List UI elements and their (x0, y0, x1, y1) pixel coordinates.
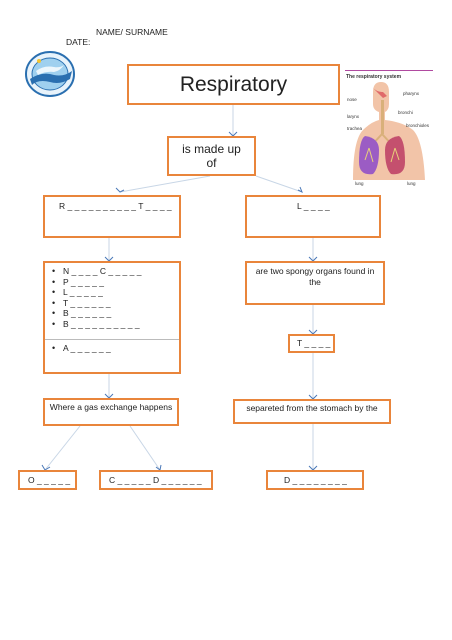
label-lung-right: lung (407, 181, 416, 186)
respiratory-tract-blank: R _ _ _ _ _ _ _ _ _ _ T _ _ _ _ (59, 201, 172, 211)
diaphragm-blank: D _ _ _ _ _ _ _ _ (284, 475, 347, 485)
c-d-blank: C _ _ _ _ _ D _ _ _ _ _ _ (109, 475, 202, 485)
gas-exchange-text: Where a gas exchange happens (49, 402, 173, 412)
gas-exchange-box: Where a gas exchange happens (43, 398, 179, 426)
label-nose: nose (347, 97, 357, 102)
label-trachea: trachea (347, 126, 363, 131)
list-item: P _ _ _ _ _ (49, 277, 179, 288)
o-blank: O _ _ _ _ _ (28, 475, 71, 485)
lungs-blank: L _ _ _ _ (297, 201, 330, 211)
organs-list: N _ _ _ _ C _ _ _ _ _ P _ _ _ _ _ L _ _ … (49, 266, 179, 330)
respiratory-diagram: The respiratory system nose pharynx lary… (343, 70, 435, 190)
list-item: T _ _ _ _ _ _ (49, 298, 179, 309)
label-lung-left: lung (355, 181, 364, 186)
thorax-box: T _ _ _ _ (288, 334, 335, 353)
diaphragm-box: D _ _ _ _ _ _ _ _ (266, 470, 364, 490)
label-bronchioles: bronchioles (406, 123, 430, 128)
thorax-blank: T _ _ _ _ (297, 338, 331, 348)
o-box: O _ _ _ _ _ (18, 470, 77, 490)
respiratory-tract-box: R _ _ _ _ _ _ _ _ _ _ T _ _ _ _ (43, 195, 181, 238)
list-item: B _ _ _ _ _ _ _ _ _ _ (49, 319, 179, 330)
separated-text: separeted from the stomach by the (246, 403, 378, 413)
made-up-of-text: is made up of (182, 142, 241, 170)
label-bronchi: bronchi (398, 110, 413, 115)
title-box: Respiratory (127, 64, 340, 105)
organs-list-box: N _ _ _ _ C _ _ _ _ _ P _ _ _ _ _ L _ _ … (43, 261, 181, 374)
spongy-organs-box: are two spongy organs found in the (245, 261, 385, 305)
spongy-organs-text: are two spongy organs found in the (255, 266, 375, 287)
c-d-box: C _ _ _ _ _ D _ _ _ _ _ _ (99, 470, 213, 490)
school-logo (24, 49, 76, 99)
label-pharynx: pharynx (403, 91, 420, 96)
made-up-of-box: is made up of (167, 136, 256, 176)
date-label: DATE: (66, 37, 91, 47)
organs-list-2: A _ _ _ _ _ _ (49, 343, 111, 354)
diagram-title: The respiratory system (346, 74, 402, 80)
label-larynx: larynx (347, 114, 360, 119)
lungs-box: L _ _ _ _ (245, 195, 381, 238)
list-item: A _ _ _ _ _ _ (49, 343, 111, 354)
page-title: Respiratory (179, 73, 288, 96)
separated-box: separeted from the stomach by the (233, 399, 391, 424)
list-item: B _ _ _ _ _ _ (49, 308, 179, 319)
name-surname-label: NAME/ SURNAME (96, 27, 168, 37)
list-item: L _ _ _ _ _ (49, 287, 179, 298)
list-item: N _ _ _ _ C _ _ _ _ _ (49, 266, 179, 277)
list-divider (45, 339, 179, 340)
